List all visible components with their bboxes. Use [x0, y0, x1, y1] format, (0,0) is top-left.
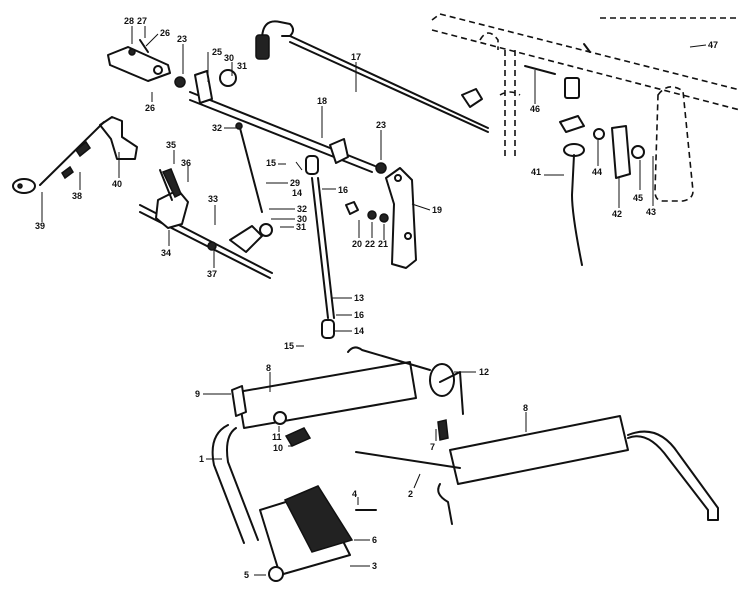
bracket-19 — [345, 167, 417, 269]
callout: 23 — [177, 34, 187, 44]
callout: 5 — [244, 570, 249, 580]
callout: 32 — [212, 123, 222, 133]
spring-linkage — [12, 116, 138, 194]
cable-assembly — [524, 43, 645, 266]
callout: 7 — [430, 442, 435, 452]
callout: 34 — [161, 248, 171, 258]
callout: 29 — [290, 178, 300, 188]
callout: 16 — [354, 310, 364, 320]
callout: 40 — [112, 179, 122, 189]
callout: 14 — [292, 188, 302, 198]
callout: 41 — [531, 167, 541, 177]
callout: 39 — [35, 221, 45, 231]
callout: 36 — [181, 158, 191, 168]
callout: 33 — [208, 194, 218, 204]
callout-numbers: 28 27 26 23 25 30 31 26 17 47 46 18 32 2… — [35, 16, 718, 580]
callout: 16 — [338, 185, 348, 195]
callout: 11 — [272, 432, 282, 442]
callout: 31 — [237, 61, 247, 71]
callout: 46 — [530, 104, 540, 114]
callout: 3 — [372, 561, 377, 571]
callout: 9 — [195, 389, 200, 399]
pedal-shaft-8-upper — [211, 346, 464, 544]
callout: 30 — [224, 53, 234, 63]
callout: 19 — [432, 205, 442, 215]
callout: 12 — [479, 367, 489, 377]
callout: 43 — [646, 207, 656, 217]
callout: 26 — [160, 28, 170, 38]
callout: 42 — [612, 209, 622, 219]
leader-lines — [41, 26, 707, 576]
callout: 17 — [351, 52, 361, 62]
callout: 15 — [284, 341, 294, 351]
callout: 44 — [592, 167, 602, 177]
callout: 35 — [166, 140, 176, 150]
callout: 37 — [207, 269, 217, 279]
callout: 21 — [378, 239, 388, 249]
callout: 6 — [372, 535, 377, 545]
rod-29 — [235, 122, 263, 213]
callout: 30 — [297, 214, 307, 224]
rod-13 — [305, 155, 335, 339]
callout: 27 — [137, 16, 147, 26]
callout: 31 — [296, 222, 306, 232]
callout: 38 — [72, 191, 82, 201]
dashed-frame — [431, 13, 741, 202]
callout: 2 — [408, 489, 413, 499]
callout: 47 — [708, 40, 718, 50]
rod-17 — [255, 20, 489, 133]
callout: 28 — [124, 16, 134, 26]
callout: 14 — [354, 326, 364, 336]
callout: 1 — [199, 454, 204, 464]
callout: 22 — [365, 239, 375, 249]
callout: 18 — [317, 96, 327, 106]
shaft-18 — [174, 69, 387, 174]
callout: 32 — [297, 204, 307, 214]
callout: 20 — [352, 239, 362, 249]
callout: 23 — [376, 120, 386, 130]
callout: 25 — [212, 47, 222, 57]
callout: 10 — [273, 443, 283, 453]
callout: 8 — [266, 363, 271, 373]
callout: 26 — [145, 103, 155, 113]
bracket-26 — [107, 39, 171, 82]
callout: 4 — [352, 489, 357, 499]
callout: 13 — [354, 293, 364, 303]
callout: 15 — [266, 158, 276, 168]
cross-shaft-33 — [139, 168, 273, 279]
pedal-shaft-8-lower — [355, 415, 719, 525]
pedal-pad — [259, 485, 377, 582]
callout: 8 — [523, 403, 528, 413]
callout: 45 — [633, 193, 643, 203]
